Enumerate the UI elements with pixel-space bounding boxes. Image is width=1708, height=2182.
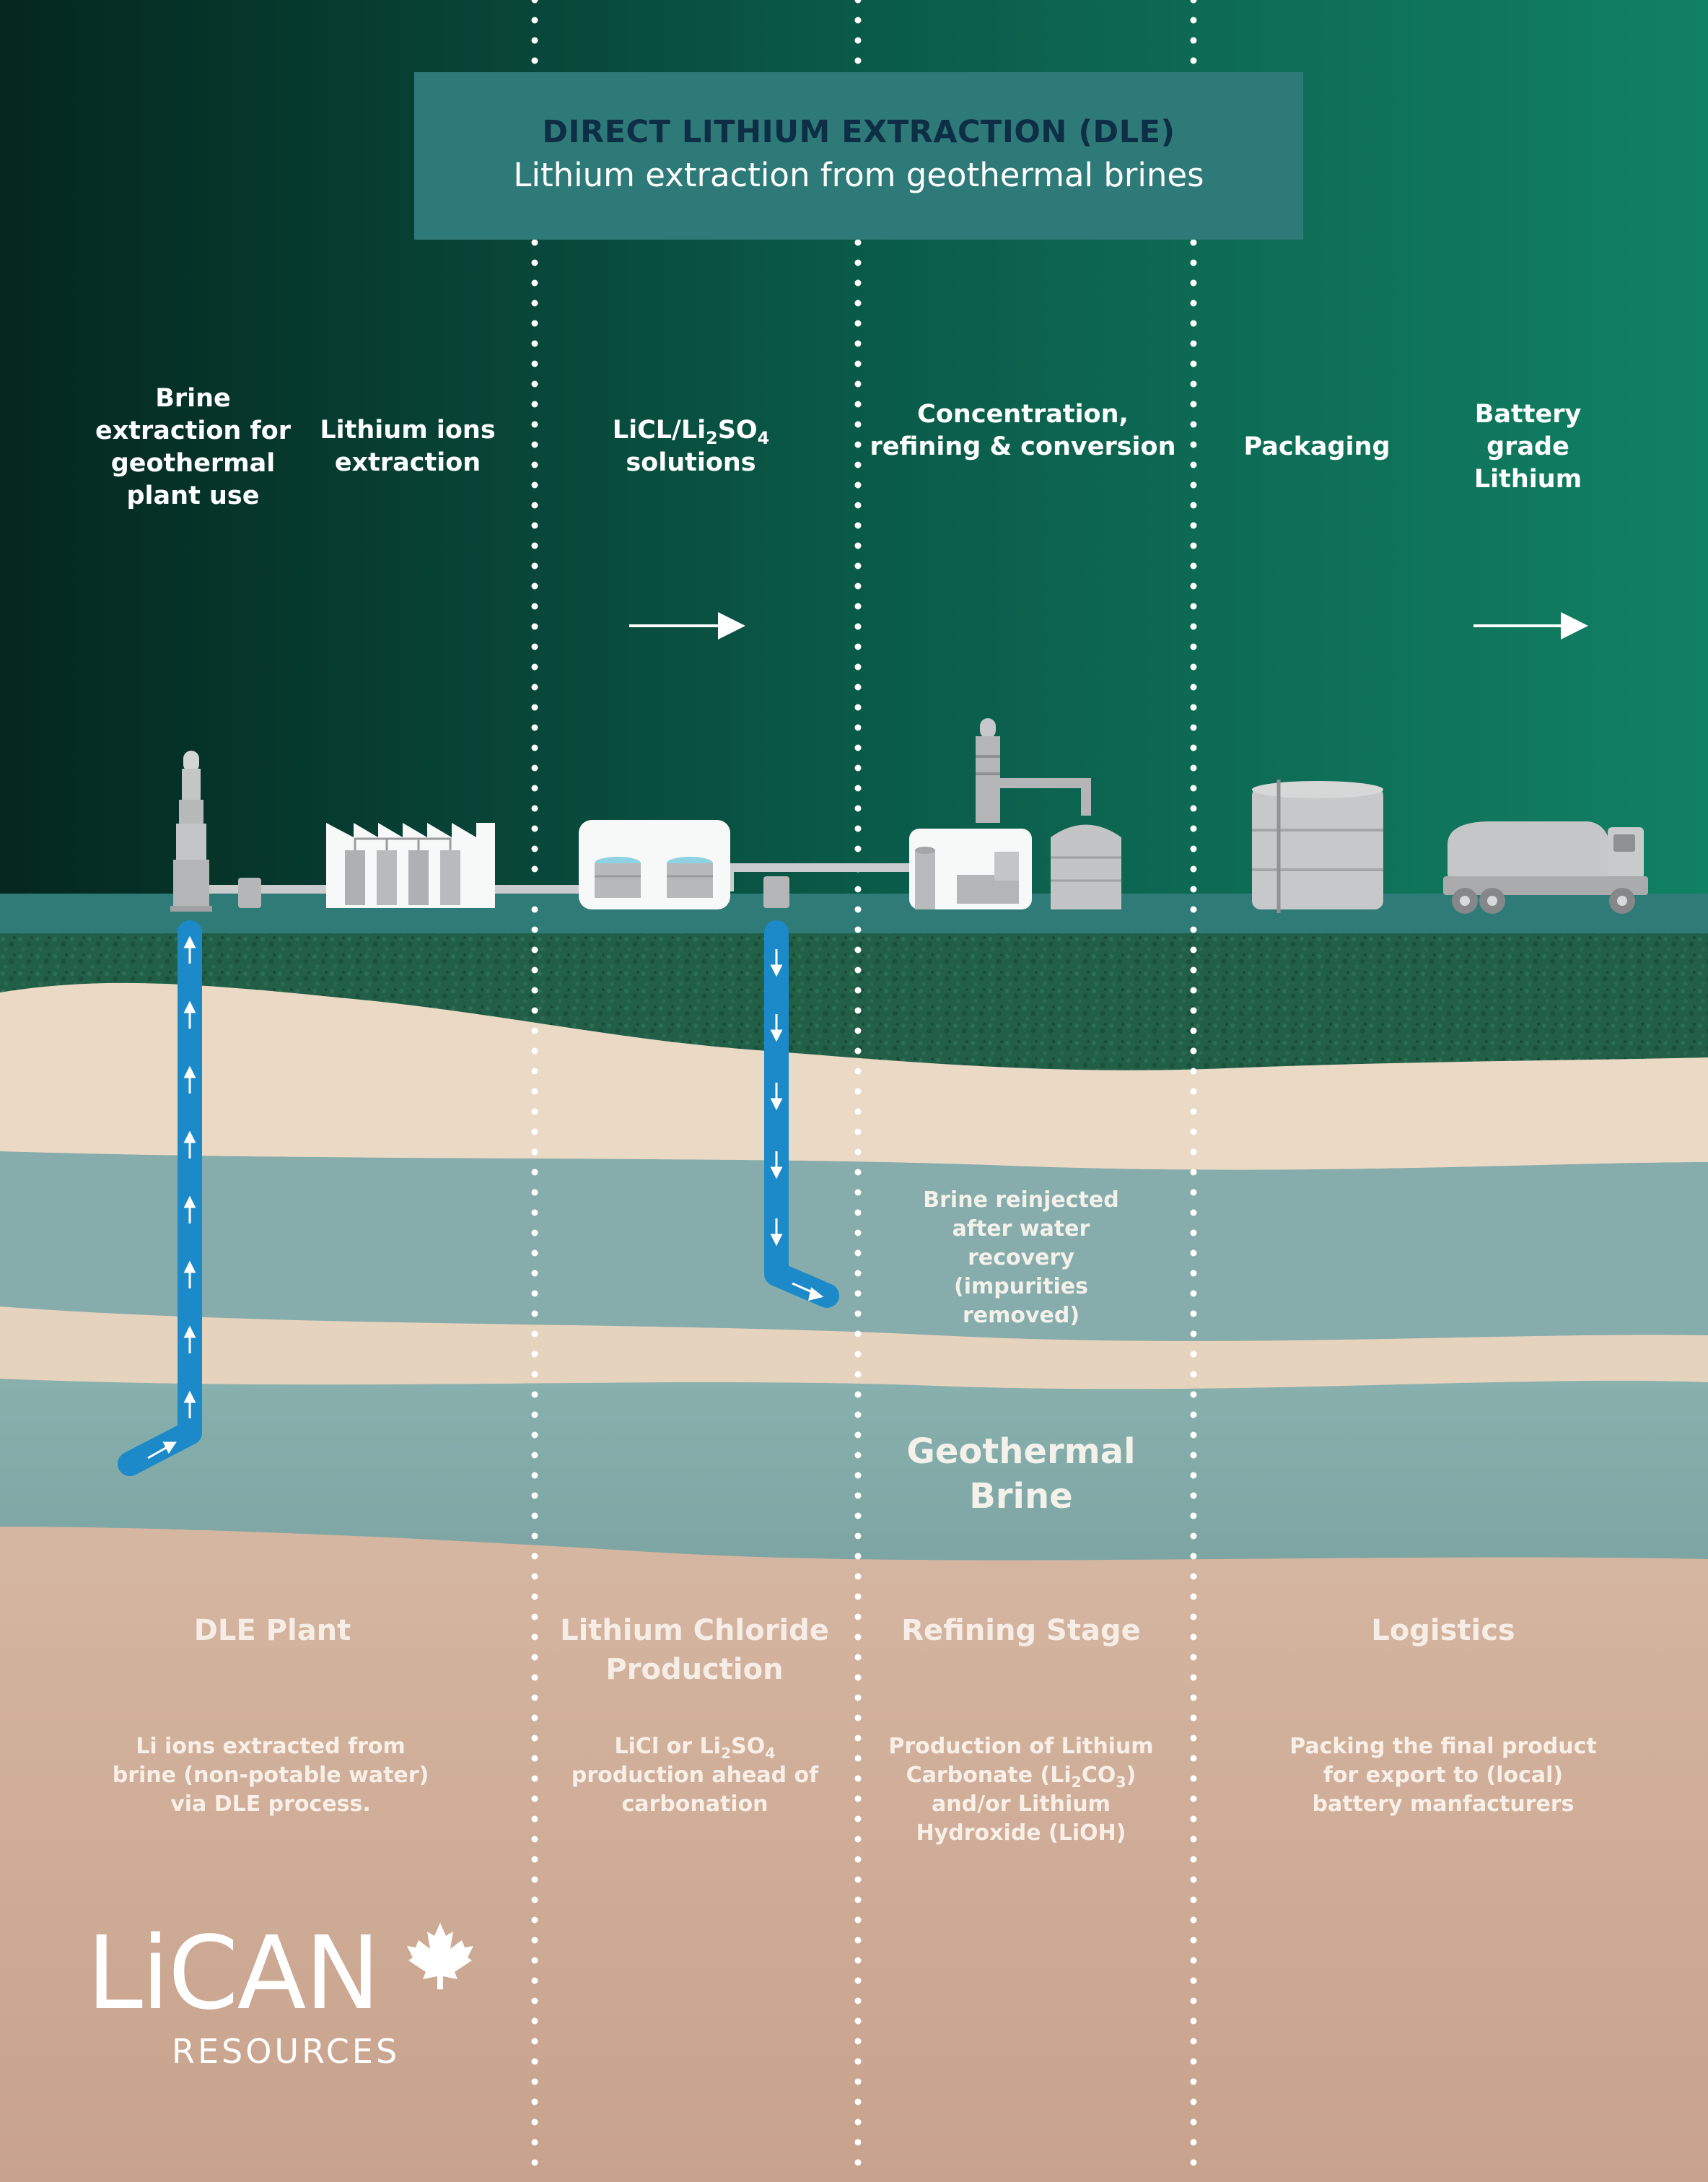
sand-layer-middle	[0, 1306, 1708, 1389]
licl-desc-b: SO	[731, 1734, 766, 1759]
page-title: DIRECT LITHIUM EXTRACTION (DLE)	[542, 114, 1175, 150]
licl-desc-sub1: 2	[720, 1745, 732, 1762]
stage-title-dle-plant: DLE Plant	[193, 1614, 351, 1647]
stage-title-refining: Refining Stage	[901, 1614, 1141, 1647]
stage-desc-lithium-chloride: LiCl or Li2SO4 production ahead of carbo…	[561, 1732, 828, 1819]
surface-pipe-2	[491, 885, 581, 894]
geothermal-brine-label: Geothermal Brine	[906, 1431, 1136, 1517]
water-layer-upper	[0, 1151, 1708, 1341]
stage-desc-refining: Production of Lithium Carbonate (Li2CO3)…	[884, 1732, 1158, 1848]
valve-1-icon	[238, 878, 261, 908]
stage-title-lithium-chloride: Lithium Chloride Production	[560, 1614, 829, 1686]
refining-desc-b: CO	[1081, 1763, 1116, 1788]
stage-desc-dle-plant: Li ions extracted from brine (non-potabl…	[112, 1734, 429, 1817]
water-layer-lower	[0, 1379, 1708, 1561]
refining-desc-a: Production of Lithium Carbonate (Li	[888, 1734, 1154, 1788]
refining-desc-c: ) and/or Lithium Hydroxide (LiOH)	[916, 1763, 1137, 1846]
stage-desc-logistics: Packing the final product for export to …	[1289, 1734, 1597, 1817]
licl-solutions-word: solutions	[626, 448, 756, 477]
stage-title-logistics: Logistics	[1371, 1614, 1515, 1647]
licl-plant-icon	[579, 820, 730, 909]
down-arrows-icon	[770, 949, 824, 1301]
grass-layer	[0, 931, 1708, 1070]
lican-logo: LiCAN RESOURCES	[87, 1920, 491, 2086]
surface-pipe-1	[202, 885, 332, 894]
reinjection-pipe	[764, 920, 839, 1308]
refining-desc-sub2: 3	[1116, 1773, 1126, 1791]
licl-desc-c: production ahead of carbonation	[571, 1763, 819, 1817]
refinery-icon	[909, 718, 1121, 909]
storage-tank-icon	[1252, 780, 1383, 913]
extraction-pipe	[118, 920, 202, 1476]
brine-reinjected-label: Brine reinjected after water recovery (i…	[923, 1187, 1119, 1328]
flow-arrow-2-icon	[1473, 612, 1588, 640]
licl-formula-a: LiCL/Li	[612, 416, 706, 445]
surface-pipe-3	[725, 863, 911, 872]
logo-wordmark: LiCAN	[87, 1915, 380, 2033]
licl-formula-b: SO	[717, 416, 758, 445]
page-subtitle: Lithium extraction from geothermal brine…	[513, 156, 1204, 194]
step-concentration: Concentration, refining & conversion	[870, 400, 1176, 461]
logo-subtext: RESOURCES	[172, 2032, 400, 2071]
licl-desc-a: LiCl or Li	[614, 1734, 721, 1759]
step-licl-solutions: LiCL/Li2SO4 solutions	[592, 414, 790, 479]
valve-2-icon	[763, 876, 789, 908]
maple-leaf-icon	[407, 1923, 473, 1989]
licl-formula-sub1: 2	[706, 428, 718, 448]
licl-formula-sub2: 4	[757, 428, 770, 448]
licl-desc-sub2: 4	[765, 1745, 776, 1762]
step-lithium-ions: Lithium ions extraction	[320, 416, 496, 477]
ground-surface-bar	[0, 894, 1708, 933]
flow-arrow-1-icon	[629, 612, 745, 640]
step-brine-extraction: Brine extraction for geothermal plant us…	[95, 384, 292, 510]
title-box: DIRECT LITHIUM EXTRACTION (DLE) Lithium …	[414, 72, 1303, 240]
ion-extraction-plant-icon	[326, 823, 495, 908]
extraction-tower-icon	[170, 751, 212, 912]
tanker-truck-icon	[1443, 821, 1648, 914]
up-arrows-icon	[147, 935, 196, 1459]
refining-desc-sub1: 2	[1071, 1773, 1082, 1791]
step-packaging: Packaging	[1243, 432, 1391, 461]
step-battery-grade: Battery grade Lithium	[1473, 400, 1582, 494]
